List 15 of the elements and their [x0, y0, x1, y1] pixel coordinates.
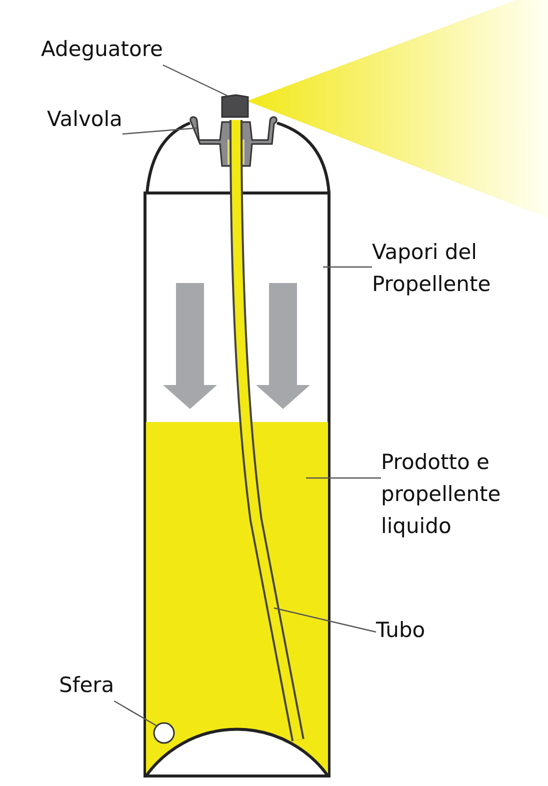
leader-line [162, 64, 228, 97]
part-label: Sfera [59, 669, 114, 701]
part-label: Tubo [376, 614, 426, 646]
dip-tube [230, 120, 304, 742]
part-label: Prodotto e propellente liquido [381, 446, 531, 542]
actuator [221, 94, 249, 118]
part-label: Vapori del Propellente [372, 236, 522, 300]
part-label: Adeguatore [41, 33, 163, 65]
leader-line [274, 607, 376, 633]
leader-line [306, 477, 381, 479]
part-label: Valvola [47, 103, 122, 135]
leader-line [323, 266, 372, 268]
leader-line [122, 127, 198, 135]
valve [190, 116, 278, 167]
liquid-product [146, 422, 328, 776]
